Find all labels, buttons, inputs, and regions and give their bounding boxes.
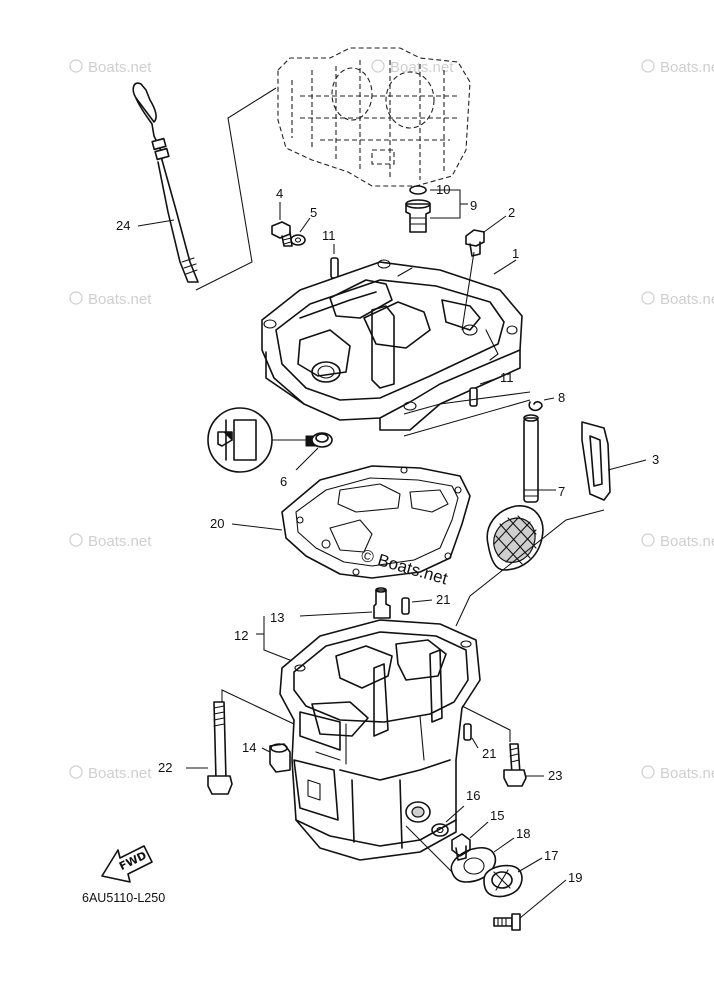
watermark-top-center: Boats.net [371,59,454,76]
watermark-mid-right: Boats.net [641,291,714,308]
dowel-pin-21-upper [401,597,410,615]
dowel-pin-21-lower [463,723,472,741]
dowel-pin-11-right [469,387,478,407]
svg-text:Boats.net: Boats.net [390,59,454,76]
svg-text:Boats.net: Boats.net [660,59,714,76]
bolt-23 [503,743,527,787]
watermark-right-3: Boats.net [641,765,714,782]
screw-19 [493,913,521,931]
callout-1: 1 [512,246,519,261]
watermark-top-right: Boats.net [641,59,714,76]
watermark-top-left: Boats.net [69,59,152,76]
svg-text:Boats.net: Boats.net [88,59,152,76]
center-watermark: © Boats.net [359,546,450,589]
watermark-mid-left: Boats.net [69,291,152,308]
nipple-13 [373,587,391,619]
watermark-right-2: Boats.net [641,533,714,550]
callout-5: 5 [310,205,317,220]
svg-text:Boats.net: Boats.net [660,533,714,550]
watermark-left-2: Boats.net [69,533,152,550]
washer-5 [290,234,306,246]
callout-10: 10 [436,182,450,197]
callout-18: 18 [516,826,530,841]
cover-3 [581,421,611,501]
bolt-4 [271,221,293,247]
svg-text:Boats.net: Boats.net [88,765,152,782]
dowel-pin-11-upper [330,257,339,279]
dipstick [132,82,199,283]
drain-bolt-15 [451,833,471,861]
callout-15: 15 [490,808,504,823]
gasket-18 [450,847,497,883]
oil-seal-6 [311,432,333,448]
callout-8: 8 [558,390,565,405]
gasket-20 [281,465,471,579]
forward-arrow-icon: FWD [101,845,153,883]
exhaust-guide-1 [261,259,523,431]
cover-17 [483,864,523,898]
callouts: 1 2 3 4 5 6 7 8 9 10 11 11 12 13 14 15 1… [116,182,659,885]
plug-2 [465,229,485,257]
svg-text:Boats.net: Boats.net [88,291,152,308]
svg-text:Boats.net: Boats.net [88,533,152,550]
callout-16: 16 [466,788,480,803]
callout-19: 19 [568,870,582,885]
callout-14: 14 [242,740,256,755]
callout-6: 6 [280,474,287,489]
callout-9: 9 [470,198,477,213]
watermark-left-3: Boats.net [69,765,152,782]
oil-pan-12 [279,619,481,861]
oil-strainer-7 [486,414,544,571]
callout-11-right: 11 [500,370,514,385]
callout-23: 23 [548,768,562,783]
o-ring-10 [409,185,427,195]
bolt-22 [207,701,233,795]
callout-21-upper: 21 [436,592,450,607]
callout-24: 24 [116,218,130,233]
callout-22: 22 [158,760,172,775]
background-watermarks: Boats.net Boats.net Boats.net Boats.net … [69,59,714,782]
svg-text:Boats.net: Boats.net [660,291,714,308]
callout-2: 2 [508,205,515,220]
callout-20: 20 [210,516,224,531]
seal-detail-inset [207,407,273,473]
callout-13: 13 [270,610,284,625]
svg-text:Boats.net: Boats.net [660,765,714,782]
callout-7: 7 [558,484,565,499]
callout-11-upper: 11 [322,228,336,243]
engine-block-outline [277,47,471,187]
circlip-8 [528,401,543,412]
drawing-code: 6AU5110-L250 [82,891,165,905]
callout-4: 4 [276,186,283,201]
washer-16 [431,823,449,837]
oil-pipe-9 [405,199,431,233]
callout-12: 12 [234,628,248,643]
callout-21-lower: 21 [482,746,496,761]
collar-14 [269,743,291,773]
callout-3: 3 [652,452,659,467]
callout-17: 17 [544,848,558,863]
